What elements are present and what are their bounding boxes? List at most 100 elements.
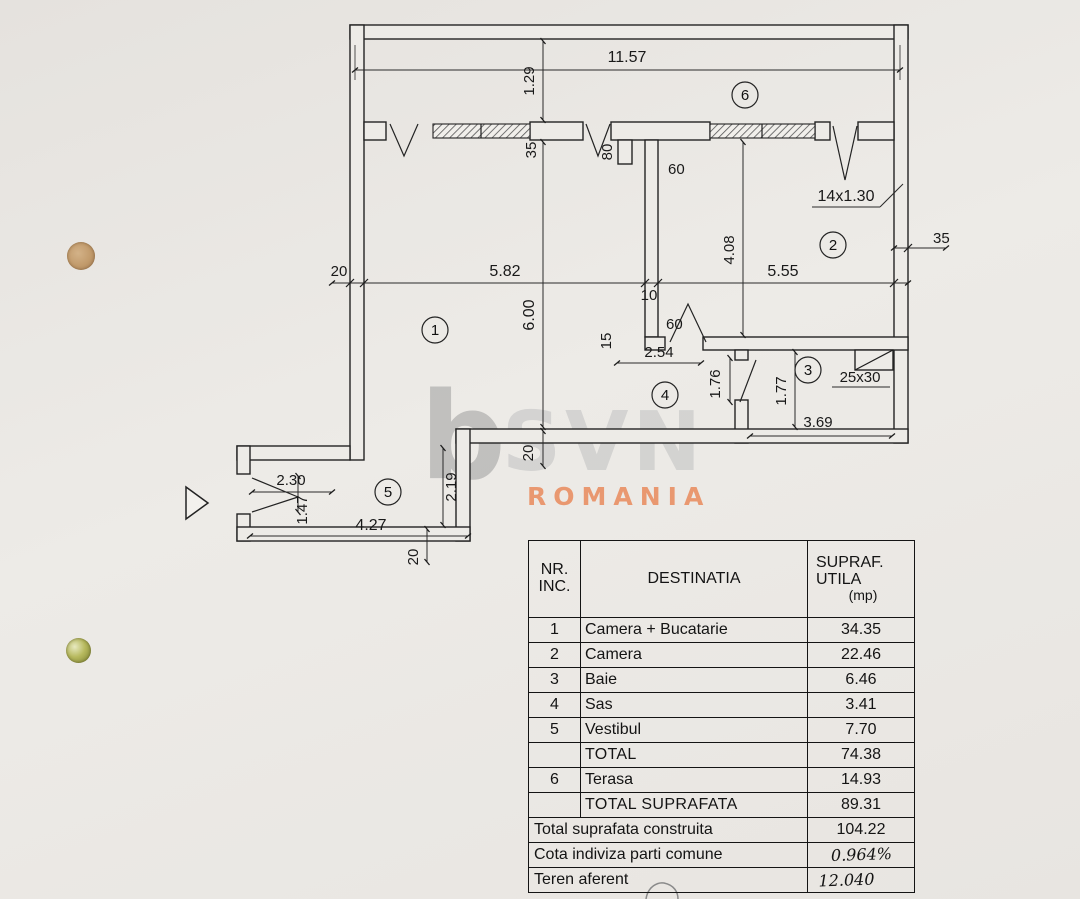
wall-vestibul-top: [236, 445, 351, 461]
stairs-pointer: [879, 183, 904, 208]
dim-label: 2.19: [443, 472, 460, 501]
cell-value: 14.93: [807, 767, 915, 793]
dim-label: 11.57: [608, 49, 647, 66]
dimension-labels: 11.57 1.29 35 80 60 14x1.30 4.08 35 20 5…: [276, 49, 949, 565]
room-circle-4: [651, 381, 679, 409]
cell-destinatia: Camera + Bucatarie: [580, 617, 808, 643]
footer-label: Total suprafata construita: [528, 817, 808, 843]
cell-value: 7.70: [807, 717, 915, 743]
cell-destinatia: TOTAL: [580, 742, 808, 768]
dim-label: 14x1.30: [818, 188, 875, 205]
wall-room1-room2: [644, 139, 659, 338]
cell-nr: 3: [528, 667, 581, 693]
punch-hole-bottom: [66, 638, 91, 663]
dim-label: 20: [331, 263, 348, 280]
area-table: NR. INC. DESTINATIA SUPRAF. UTILA (mp) 1…: [528, 540, 915, 895]
dim-label: 35: [933, 230, 950, 247]
dim-label: 3.69: [803, 414, 832, 431]
room-number-4: 4: [661, 387, 669, 404]
wall-pier: [617, 139, 633, 165]
dim-label: 2.54: [644, 344, 673, 361]
cell-value: 74.38: [807, 742, 915, 768]
door-room1-terrace: [389, 123, 419, 158]
dim-tick: [345, 278, 355, 288]
room-number-6: 6: [741, 87, 749, 104]
table-row: 6 Terasa 14.93: [528, 767, 915, 793]
footer-label: Teren aferent: [528, 867, 808, 893]
wall-vestibul-left-a: [236, 445, 251, 475]
header-supraf-utila: SUPRAF. UTILA (mp): [807, 540, 915, 618]
table-footer-row: Total suprafata construita 104.22: [528, 817, 915, 843]
dim-tick: [653, 278, 663, 288]
cell-destinatia: Sas: [580, 692, 808, 718]
wall-window-seg3: [610, 121, 711, 141]
cell-value: 34.35: [807, 617, 915, 643]
footer-value-handwritten: 0.964%: [807, 840, 915, 870]
table-row: 4 Sas 3.41: [528, 692, 915, 718]
dim-label: 25x30: [840, 369, 881, 386]
room-number-1: 1: [431, 322, 439, 339]
wall-vestibul-bottom: [236, 526, 471, 542]
door-room2-terrace: [832, 125, 858, 181]
header-destinatia-label: DESTINATIA: [647, 569, 741, 587]
dim-label: 1.77: [773, 376, 790, 405]
room-number-3: 3: [804, 362, 812, 379]
cell-value: 3.41: [807, 692, 915, 718]
cell-nr: [528, 742, 581, 768]
dim-label: 5.82: [489, 263, 520, 280]
dim-tick: [889, 278, 899, 288]
door-room1-terrace-2: [585, 123, 611, 158]
door-sas-baie: [739, 359, 757, 403]
dim-label: 1.29: [521, 66, 538, 95]
dim-tick: [359, 278, 369, 288]
cell-nr: 2: [528, 642, 581, 668]
cell-nr: [528, 792, 581, 818]
wall-window-seg1: [363, 121, 387, 141]
cell-destinatia: Baie: [580, 667, 808, 693]
header-supraf: SUPRAF.: [816, 553, 884, 571]
table-footer-row: Teren aferent 12.040: [528, 865, 915, 895]
dim-label: 60: [666, 316, 683, 333]
header-nr-inc: NR. INC.: [528, 540, 581, 618]
cell-value: 89.31: [807, 792, 915, 818]
cell-destinatia: TOTAL SUPRAFATA: [580, 792, 808, 818]
windows-group: [432, 123, 816, 139]
table-row: 5 Vestibul 7.70: [528, 717, 915, 743]
dim-label: 4.27: [355, 517, 386, 534]
table-row-total-suprafata: TOTAL SUPRAFATA 89.31: [528, 792, 915, 818]
cell-nr: 1: [528, 617, 581, 643]
punch-hole-top: [67, 242, 95, 270]
dim-label: 1.47: [294, 495, 311, 524]
wall-window-seg4: [814, 121, 831, 141]
cell-nr: 5: [528, 717, 581, 743]
wall-window-seg5: [857, 121, 895, 141]
cell-destinatia: Vestibul: [580, 717, 808, 743]
dim-label: 5.55: [767, 263, 798, 280]
watermark-country: ROMANIA: [527, 482, 710, 511]
table-row: 1 Camera + Bucatarie 34.35: [528, 617, 915, 643]
room-circle-2: [819, 231, 847, 259]
dim-label: 80: [599, 144, 616, 161]
dim-label: 2.30: [276, 472, 305, 489]
header-destinatia: DESTINATIA: [580, 540, 808, 618]
room-circle-1: [421, 316, 449, 344]
dim-tick: [640, 278, 650, 288]
footer-value: 104.22: [807, 817, 915, 843]
dim-label: 4.08: [721, 235, 738, 264]
dim-label: 1.76: [707, 369, 724, 398]
header-utila: UTILA: [816, 570, 862, 588]
cell-destinatia: Camera: [580, 642, 808, 668]
table-footer-row: Cota indiviza parti comune 0.964%: [528, 840, 915, 870]
wall-top: [349, 24, 909, 40]
dim-label: 20: [520, 445, 537, 462]
wall-under-room2-a: [644, 336, 666, 351]
wall-under-room2-b: [702, 336, 909, 351]
dim-label: 15: [598, 333, 615, 350]
header-nr: NR.: [540, 561, 569, 579]
footer-value-handwritten: 12.040: [807, 865, 915, 895]
door-room2-sas: [669, 302, 707, 343]
dim-label: 10: [641, 287, 658, 304]
dimensions-group: [246, 37, 950, 566]
room-circle-3: [794, 356, 822, 384]
